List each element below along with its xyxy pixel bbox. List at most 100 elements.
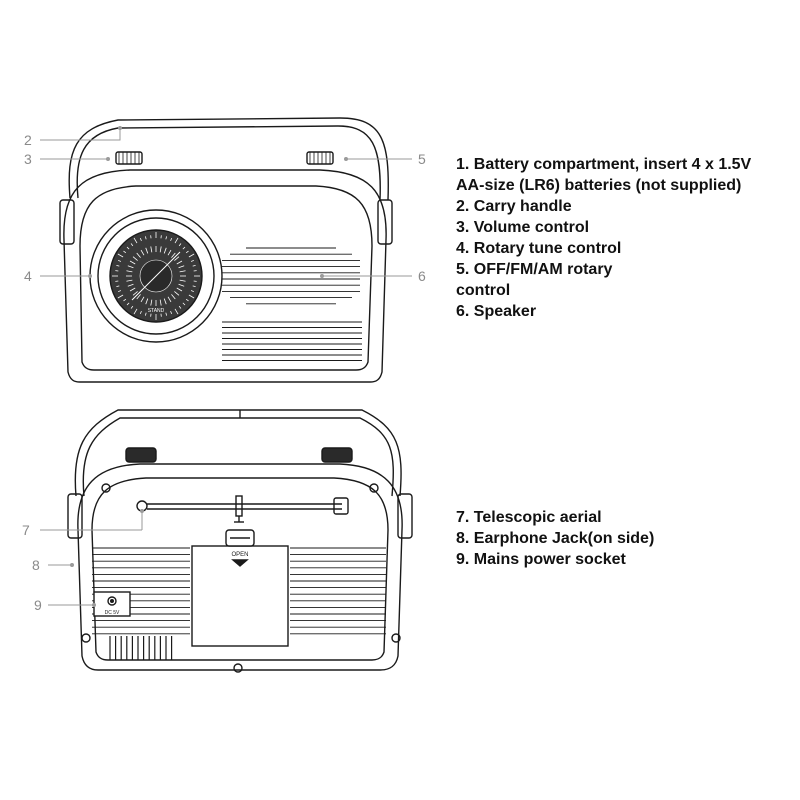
dial-tick	[145, 236, 147, 240]
callout-2: 2	[24, 132, 32, 148]
dial-tick	[132, 256, 138, 261]
dial-tick	[117, 294, 124, 299]
callout-3: 3	[24, 151, 32, 167]
dial-tick	[136, 252, 141, 258]
front-left-pivot	[59, 199, 75, 245]
dial-tick	[140, 296, 145, 303]
dial-tick	[178, 265, 185, 269]
dial-tick	[163, 247, 167, 254]
dial-tick	[117, 290, 122, 293]
battery-open-label: OPEN	[231, 552, 248, 558]
dial-tick	[145, 312, 147, 316]
dial-tick	[171, 294, 176, 300]
dial-tick	[178, 305, 182, 309]
dial-tick	[165, 236, 167, 240]
dial-tick	[117, 259, 122, 262]
dial-tick	[188, 294, 195, 299]
callout-dots	[70, 126, 348, 607]
legend-line: 6. Speaker	[456, 303, 537, 320]
back-carry-handle	[74, 409, 402, 497]
dial-tick	[129, 260, 136, 265]
legend-line: 3. Volume control	[456, 219, 590, 236]
dial-tick	[133, 237, 138, 244]
lower-vent-slots	[109, 636, 173, 660]
dial-tick	[174, 256, 180, 261]
legend-line: 9. Mains power socket	[456, 551, 626, 568]
back-right-pivot	[397, 493, 413, 539]
dial-tick	[165, 312, 167, 316]
back-parts-legend: 7. Telescopic aerial 8. Earphone Jack(on…	[456, 507, 654, 570]
dial-tick	[179, 279, 186, 282]
dial-tick	[171, 252, 176, 258]
front-body	[63, 169, 387, 383]
dial-tick	[176, 260, 183, 265]
dial-tick	[126, 302, 130, 306]
front-parts-legend: 1. Battery compartment, insert 4 x 1.5V …	[456, 154, 751, 322]
dial-tick	[127, 265, 134, 269]
callout-8: 8	[32, 557, 40, 573]
back-screws	[81, 483, 401, 673]
tuning-dial: STAND	[89, 209, 223, 343]
dial-tick	[188, 253, 195, 258]
dial-tick	[139, 310, 142, 315]
dial-tick	[130, 305, 134, 309]
dial-tick	[192, 265, 196, 267]
front-carry-handle	[68, 117, 389, 201]
battery-compartment-cover: OPEN	[191, 529, 289, 647]
legend-line: 5. OFF/FM/AM rotary	[456, 261, 613, 278]
back-view: OPEN DC 5V	[67, 409, 413, 673]
back-tuning-knob	[321, 447, 353, 463]
volume-knob	[115, 151, 143, 165]
legend-line: 1. Battery compartment, insert 4 x 1.5V	[456, 156, 752, 173]
callout-4: 4	[24, 268, 32, 284]
dial-tick	[170, 237, 173, 242]
dial-tick	[133, 308, 138, 315]
dc-power-socket: DC 5V	[93, 591, 131, 617]
front-right-pivot	[377, 199, 393, 245]
dial-tick	[159, 246, 162, 253]
dial-tick	[179, 270, 186, 273]
legend-line: 8. Earphone Jack(on side)	[456, 530, 655, 547]
dial-tick	[192, 285, 196, 287]
dial-tick	[170, 310, 173, 315]
dial-tick	[174, 291, 180, 296]
dial-tick	[136, 294, 141, 300]
dial-tick	[159, 299, 162, 306]
dial-tick	[167, 249, 172, 256]
dial-tick	[145, 247, 149, 254]
dial-tick	[129, 287, 136, 292]
back-body	[77, 463, 403, 671]
dial-tick	[174, 308, 179, 315]
dial-tick	[163, 298, 167, 305]
dial-tick	[176, 287, 183, 292]
legend-line: control	[456, 282, 511, 299]
telescopic-aerial	[136, 495, 349, 523]
dial-tick	[185, 250, 189, 254]
dial-tick	[140, 249, 145, 256]
dial-tick	[123, 298, 127, 302]
dial-tick	[126, 270, 133, 273]
callout-5: 5	[418, 151, 426, 167]
legend-line: 7. Telescopic aerial	[456, 509, 602, 526]
dial-tick	[182, 302, 186, 306]
back-volume-knob	[125, 447, 157, 463]
dial-tick	[127, 283, 134, 287]
callout-7: 7	[22, 522, 30, 538]
dc-socket-label: DC 5V	[105, 610, 120, 616]
dial-tick	[167, 296, 172, 303]
dial-tick	[130, 243, 134, 247]
back-left-pivot	[67, 493, 83, 539]
callout-9: 9	[34, 597, 42, 613]
front-view: STAND	[59, 117, 393, 383]
dial-tick	[150, 246, 153, 253]
callout-6: 6	[418, 268, 426, 284]
dial-tick	[185, 298, 189, 302]
dial-tick	[132, 291, 138, 296]
dial-tick	[116, 285, 120, 287]
legend-line: AA-size (LR6) batteries (not supplied)	[456, 177, 742, 194]
dial-tick	[126, 246, 130, 250]
dial-tick	[150, 299, 153, 306]
speaker-grille	[222, 247, 362, 361]
dial-tick	[174, 237, 179, 244]
